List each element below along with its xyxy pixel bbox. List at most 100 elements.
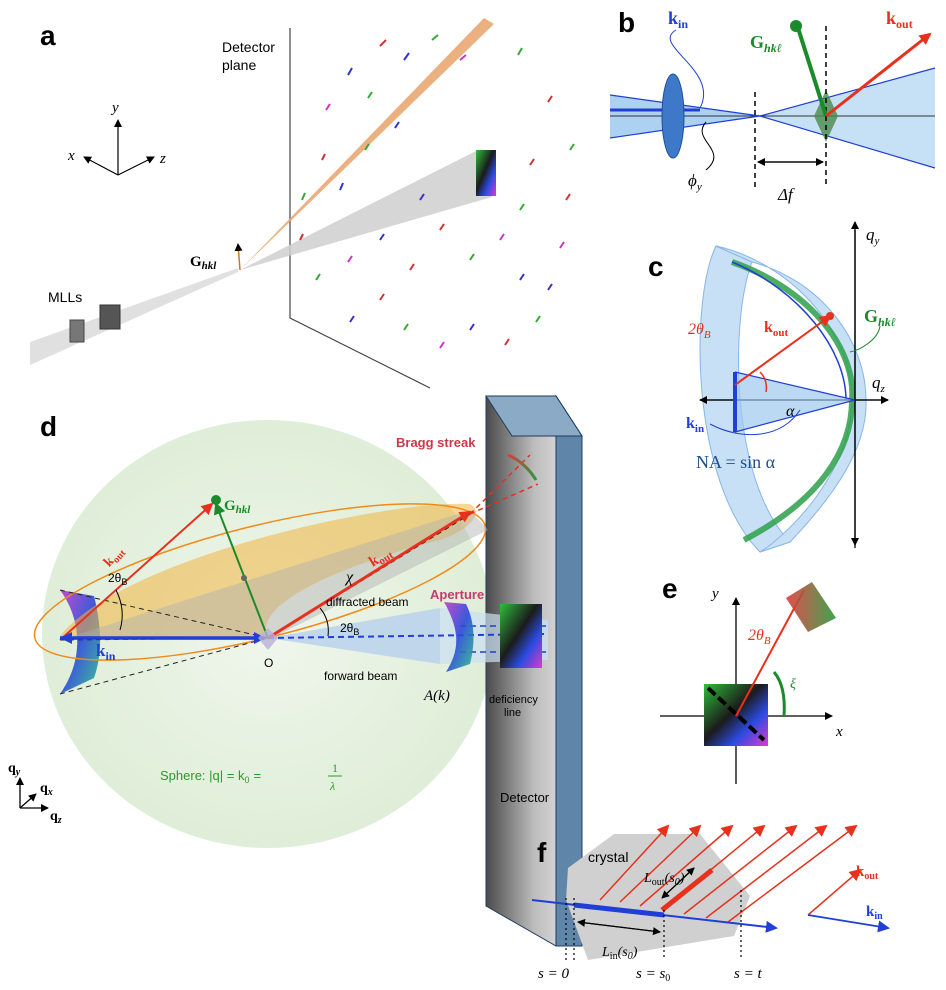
detector-label: Detector (500, 790, 550, 805)
f-l-out-label: Lout(s0) (643, 871, 685, 888)
qy-label: qy (866, 225, 880, 247)
theta-label-c: 2θB (688, 321, 711, 341)
sphere-label: Sphere: |q| = k0= (160, 768, 261, 785)
bragg-streak-mark (507, 453, 538, 481)
mll-lens-1 (69, 319, 85, 343)
f-k-out-label: kout (856, 864, 879, 882)
e-x-label: x (835, 724, 843, 740)
e-theta-label: 2θB (748, 627, 771, 647)
panel-label-a: a (40, 20, 56, 51)
bragg-streaks (299, 34, 575, 349)
g-vector-d-tip (211, 495, 221, 505)
ak-label: A(k) (423, 688, 450, 704)
g-label-c: Ghkℓ (864, 306, 896, 329)
g-label-d: Ghkl (224, 498, 251, 516)
k-in-label-b: kin (668, 8, 688, 31)
panel-f: f crystal Lout(s0) Lin(s0) s = 0 s = s0 (531, 824, 890, 984)
f-l-in-segment (573, 902, 665, 918)
g-vector-d (214, 502, 269, 639)
alpha-label: α (786, 403, 795, 420)
panel-a: a Detector plane y x z MLLs Ghkl (30, 18, 575, 389)
theta-mid-arc (319, 607, 329, 637)
axis-x-label: x (67, 148, 75, 164)
g-label-b: Ghkℓ (750, 32, 782, 55)
axis-y-label: y (110, 100, 119, 116)
g-midpoint (241, 575, 247, 581)
panel-label-e: e (662, 573, 678, 604)
sphere-denominator: λ (329, 779, 335, 793)
deficiency-label-1: deficiency (489, 694, 538, 706)
k-out-tip-c (826, 312, 834, 320)
forward-beam-cone (268, 608, 440, 664)
axis-z-arrow (117, 156, 155, 176)
e-k-out-line (735, 589, 805, 717)
aperture-shape (444, 602, 474, 672)
panel-label-c: c (648, 251, 664, 282)
mll-label: MLLs (48, 289, 82, 305)
k-out-vector-b (825, 32, 932, 118)
f-l-out-segment (660, 868, 714, 912)
forward-beam-square (476, 150, 496, 196)
bragg-streak-label: Bragg streak (396, 435, 476, 450)
detector-plane-label-1: Detector (222, 39, 275, 55)
ray-diverge-bottom (759, 115, 936, 169)
f-st-label: s = t (734, 966, 762, 982)
e-y-label: y (710, 586, 719, 602)
k-in-leader-c (709, 409, 801, 436)
f-l-in-label: Lin(s0) (601, 945, 638, 962)
ray-top (609, 94, 761, 117)
diffracted-beam-label: diffracted beam (326, 595, 409, 609)
g-vector-b-tip (790, 20, 802, 32)
f-s0-label: s = 0 (538, 966, 569, 982)
d-qy-label: qy (8, 761, 21, 778)
k-out-line-c (734, 315, 831, 386)
aperture-label: Aperture (430, 587, 484, 602)
k-out-label-b: kout (886, 8, 913, 31)
axis-x-arrow (83, 156, 119, 176)
d-axis-qx (19, 793, 37, 809)
diverging-beam (760, 68, 935, 168)
phi-label: ϕy (688, 171, 702, 193)
phi-leader (701, 121, 715, 171)
axis-z-label: z (159, 151, 166, 167)
g-hkl-vector (234, 243, 243, 271)
na-label: NA = sin α (696, 452, 776, 472)
k-in-label-c: kin (686, 415, 704, 435)
lens (661, 73, 685, 159)
e-xi-arc (772, 671, 786, 717)
forward-beam-label: forward beam (324, 669, 397, 683)
k-in-leader-b (669, 29, 705, 109)
chi-label: χ (344, 569, 354, 586)
g-hkl-label: Ghkl (190, 254, 217, 272)
f-legend-k-out (807, 868, 862, 916)
crystal-shape (566, 834, 750, 960)
panel-c: c qy qz 2θB kout Ghkℓ α kin NA = sin α (648, 221, 896, 553)
k-in-label-d: kin (96, 641, 116, 663)
origin-label: O (264, 656, 273, 670)
mll-lens-2 (99, 304, 121, 330)
incident-beam (30, 268, 238, 365)
detector-top (485, 395, 583, 437)
panel-e: e y x ξ 2θB (660, 573, 843, 784)
panel-label-d: d (40, 411, 57, 442)
forward-beam (240, 150, 492, 270)
crystal-label: crystal (588, 849, 628, 865)
d-qz-label: qz (50, 809, 62, 826)
ray-diverge-top (759, 67, 936, 117)
f-l-in-arrow-2 (577, 918, 661, 933)
f-l-out-arrow-2 (661, 867, 695, 899)
panel-label-f: f (537, 837, 547, 868)
sphere-numerator: 1 (332, 761, 338, 775)
panel-b: b Δf Ghkℓ kout kin ϕy (609, 7, 936, 204)
deficiency-label-2: line (504, 707, 521, 719)
crystal-origin (258, 628, 278, 650)
f-ss0-label: s = s0 (636, 966, 670, 984)
e-streak-patch (786, 582, 836, 632)
theta-mid-label: 2θB (340, 621, 359, 637)
k-out-label-c: kout (764, 319, 789, 339)
f-legend-k-in (807, 914, 890, 933)
d-qx-label: qx (40, 781, 53, 798)
gray-sheet (60, 510, 488, 640)
k-out-vector-d (59, 502, 214, 641)
